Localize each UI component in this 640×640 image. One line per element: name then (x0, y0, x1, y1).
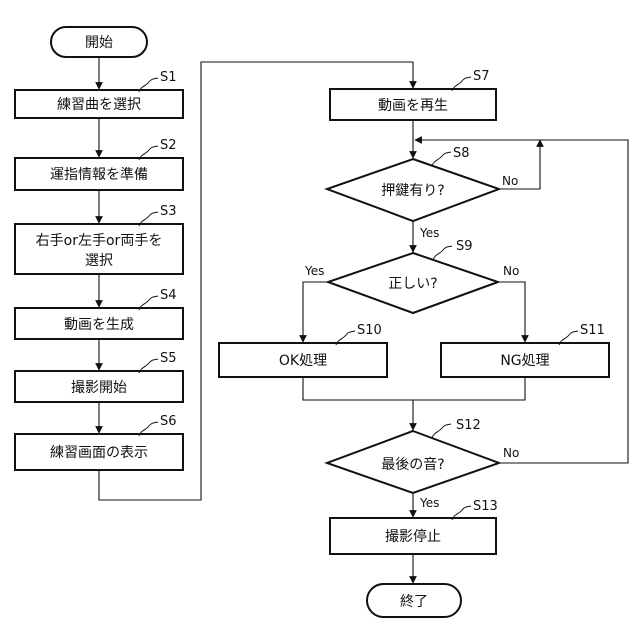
node-s3: 右手or左手or両手を 選択 (15, 224, 183, 274)
start-label: 開始 (85, 35, 113, 51)
s9-label: 正しい? (388, 276, 437, 292)
s2-step-label: S2 (160, 138, 177, 153)
node-start: 開始 (51, 27, 147, 57)
node-s12: 最後の音? (327, 431, 499, 493)
s13-step-label: S13 (473, 499, 498, 514)
s4-step-label: S4 (160, 288, 177, 303)
node-s4: 動画を生成 (15, 308, 183, 339)
s7-step-label: S7 (473, 69, 490, 84)
s10-step-label: S10 (357, 323, 382, 338)
s1-step-label: S1 (160, 70, 177, 85)
s6-step-label: S6 (160, 414, 177, 429)
node-s13: 撮影停止 (330, 518, 496, 554)
s4-label: 動画を生成 (64, 317, 134, 333)
s9-no-label: No (503, 264, 519, 278)
s13-label: 撮影停止 (385, 528, 441, 545)
s12-no-label: No (503, 446, 519, 460)
s5-label: 撮影開始 (71, 379, 127, 396)
s11-step-label: S11 (580, 323, 605, 338)
edge-s10-merge (303, 377, 525, 400)
s8-no-label: No (502, 174, 518, 188)
node-s7: 動画を再生 (330, 89, 496, 120)
s12-step-label: S12 (456, 418, 481, 433)
edge-s9-yes-s10 (303, 282, 328, 342)
s9-leader (433, 246, 452, 260)
node-s8: 押鍵有り? (327, 159, 499, 221)
s10-label: OK処理 (279, 353, 327, 369)
edge-s9-no-s11 (498, 282, 525, 342)
node-s9: 正しい? (328, 253, 498, 313)
s3-label-line1: 右手or左手or両手を (36, 233, 163, 249)
s7-label: 動画を再生 (378, 98, 448, 114)
s11-label: NG処理 (500, 353, 549, 369)
node-s10: OK処理 (219, 343, 387, 377)
s5-step-label: S5 (160, 351, 177, 366)
node-s11: NG処理 (441, 343, 609, 377)
s8-label: 押鍵有り? (381, 183, 444, 199)
s8-yes-label: Yes (419, 226, 439, 240)
s12-leader (432, 424, 451, 438)
node-s6: 練習画面の表示 (15, 434, 183, 470)
s9-yes-label: Yes (304, 264, 324, 278)
node-s1: 練習曲を選択 (15, 90, 183, 118)
s8-step-label: S8 (453, 146, 470, 161)
s2-label: 運指情報を準備 (50, 167, 148, 183)
s1-label: 練習曲を選択 (57, 97, 141, 113)
s3-label-line2: 選択 (85, 253, 113, 269)
s9-step-label: S9 (456, 239, 473, 254)
end-label: 終了 (400, 594, 428, 610)
s12-label: 最後の音? (381, 456, 444, 473)
s6-label: 練習画面の表示 (50, 445, 148, 461)
s12-yes-label: Yes (419, 496, 439, 510)
node-s2: 運指情報を準備 (15, 158, 183, 190)
s8-leader (432, 152, 451, 166)
s3-step-label: S3 (160, 204, 177, 219)
node-s5: 撮影開始 (15, 371, 183, 402)
node-end: 終了 (367, 584, 461, 617)
